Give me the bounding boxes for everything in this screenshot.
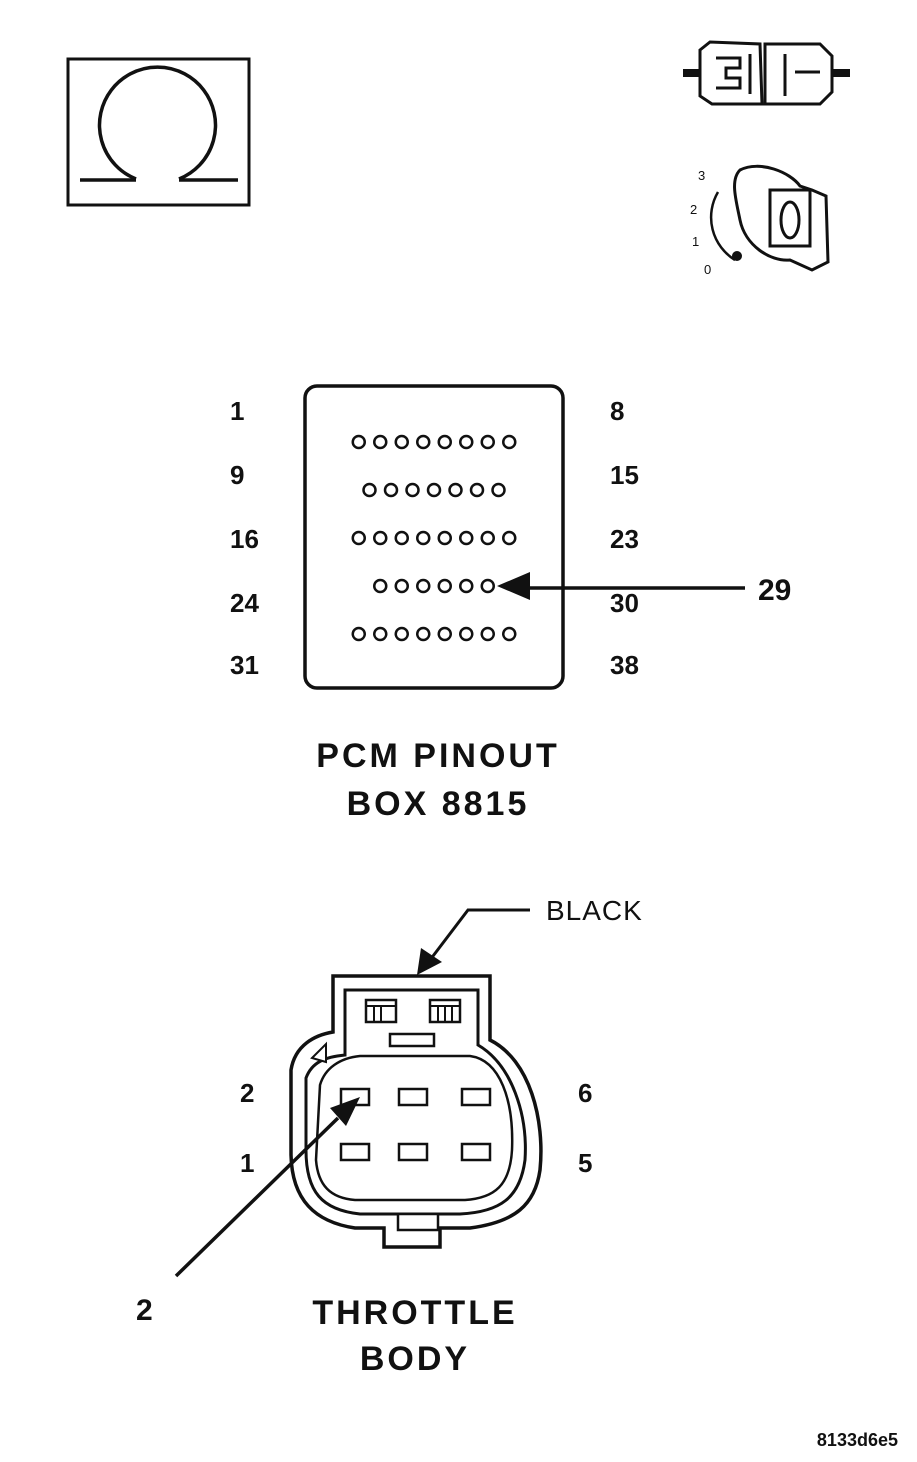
pcm-row2-left: 9 bbox=[230, 460, 244, 490]
ignition-position-1: 1 bbox=[692, 234, 699, 249]
ignition-key-switch-icon: 3 2 1 0 bbox=[690, 164, 830, 277]
pcm-pin bbox=[437, 578, 452, 594]
pcm-pin bbox=[502, 434, 517, 450]
tb-title-line2: BODY bbox=[360, 1340, 470, 1378]
tb-terminal bbox=[397, 1142, 429, 1162]
ohm-symbol-icon bbox=[66, 57, 251, 207]
pcm-pin bbox=[416, 434, 431, 450]
tb-pin-label-top-right: 6 bbox=[578, 1078, 592, 1108]
pcm-pin bbox=[502, 626, 517, 642]
tb-terminal bbox=[397, 1087, 429, 1107]
throttle-body-connector bbox=[289, 974, 543, 1249]
pcm-pin bbox=[480, 578, 495, 594]
connector-color-label: BLACK bbox=[546, 895, 643, 926]
tb-title-line1: THROTTLE bbox=[312, 1294, 517, 1332]
pcm-row1-right: 8 bbox=[610, 396, 624, 426]
tb-callout-label: 2 bbox=[136, 1294, 153, 1327]
tb-pin-label-bottom-right: 5 bbox=[578, 1148, 592, 1178]
color-callout-arrow bbox=[417, 908, 530, 975]
pcm-pin bbox=[480, 626, 495, 642]
pcm-row1-left: 1 bbox=[230, 396, 244, 426]
pcm-pin bbox=[351, 434, 366, 450]
pcm-pin bbox=[426, 482, 442, 498]
pcm-row3-right: 23 bbox=[610, 524, 639, 554]
pcm-pin bbox=[394, 434, 409, 450]
pcm-pin bbox=[480, 530, 495, 546]
pcm-pin bbox=[394, 578, 409, 594]
pcm-pin bbox=[416, 626, 431, 642]
pcm-pin bbox=[448, 482, 463, 498]
ignition-position-2: 2 bbox=[690, 202, 697, 217]
pcm-title-line1: PCM PINOUT bbox=[316, 737, 559, 775]
tb-terminal bbox=[460, 1087, 492, 1107]
throttle-body-pin-grid bbox=[339, 1087, 492, 1162]
pcm-pin bbox=[405, 482, 420, 498]
pcm-row5-left: 31 bbox=[230, 650, 259, 680]
pcm-pin bbox=[351, 626, 366, 642]
pcm-pin bbox=[491, 482, 506, 498]
pcm-pin bbox=[459, 434, 474, 450]
pcm-pin bbox=[373, 578, 388, 594]
pcm-pin bbox=[373, 434, 388, 450]
pcm-pin bbox=[459, 626, 474, 642]
pcm-connector bbox=[303, 384, 565, 690]
pcm-callout-label: 29 bbox=[758, 574, 791, 607]
tb-pin-label-top-left: 2 bbox=[240, 1078, 254, 1108]
pcm-pin bbox=[437, 530, 452, 546]
pcm-pin bbox=[459, 530, 474, 546]
pcm-pin bbox=[437, 626, 452, 642]
pcm-pin bbox=[437, 434, 452, 450]
pcm-pin bbox=[502, 530, 517, 546]
connector-disconnect-icon bbox=[683, 40, 850, 106]
pcm-row4-left: 24 bbox=[230, 588, 259, 618]
ignition-position-0: 0 bbox=[704, 262, 711, 277]
pcm-title-line2: BOX 8815 bbox=[347, 785, 530, 823]
pcm-row5-right: 38 bbox=[610, 650, 639, 680]
pcm-pin bbox=[362, 482, 377, 498]
pcm-pin bbox=[373, 530, 388, 546]
pcm-pin bbox=[394, 530, 409, 546]
pcm-pin bbox=[480, 434, 495, 450]
pcm-pin bbox=[416, 578, 431, 594]
tb-callout-arrow bbox=[174, 1097, 360, 1278]
tb-terminal bbox=[339, 1142, 371, 1162]
pcm-row4-right: 30 bbox=[610, 588, 639, 618]
pcm-pin bbox=[416, 530, 431, 546]
tb-pin-label-bottom-left: 1 bbox=[240, 1148, 254, 1178]
pcm-callout-arrow bbox=[497, 572, 745, 600]
pcm-row2-right: 15 bbox=[610, 460, 639, 490]
ignition-position-3: 3 bbox=[698, 168, 705, 183]
pcm-pin bbox=[394, 626, 409, 642]
tb-terminal bbox=[460, 1142, 492, 1162]
pcm-row3-left: 16 bbox=[230, 524, 259, 554]
pcm-pin bbox=[469, 482, 485, 498]
pcm-pin bbox=[373, 626, 388, 642]
pcm-pin bbox=[351, 530, 366, 546]
pcm-pin-grid bbox=[351, 434, 517, 642]
figure-code: 8133d6e5 bbox=[817, 1430, 898, 1450]
pcm-pin bbox=[459, 578, 474, 594]
pcm-pin bbox=[383, 482, 399, 498]
